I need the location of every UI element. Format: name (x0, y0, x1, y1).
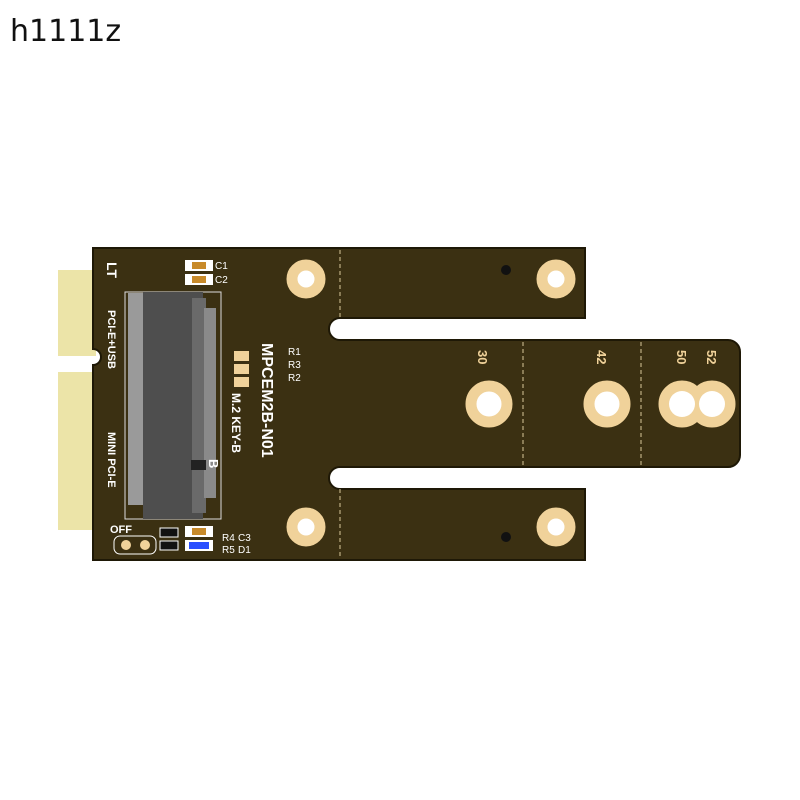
off-label: OFF (110, 524, 132, 536)
watermark: h1111z (10, 14, 122, 49)
length-dividers (339, 250, 642, 558)
r5-label: R5 (222, 545, 235, 556)
model-label: MPCEM2B-N01 (258, 343, 275, 458)
length-42: 42 (594, 350, 609, 364)
gold-fingers (58, 270, 96, 530)
m2-connector (124, 291, 222, 520)
slot-label: M.2 KEY-B (229, 393, 243, 453)
d1-label: D1 (238, 545, 251, 556)
r1-label: R1 (288, 347, 301, 358)
pcb-board (92, 247, 741, 561)
length-52: 52 (704, 350, 719, 364)
c2-label: C2 (215, 275, 228, 286)
length-30: 30 (475, 350, 490, 364)
r4-label: R4 (222, 533, 235, 544)
length-50: 50 (674, 350, 689, 364)
smd-components (113, 260, 249, 555)
r3-label: R3 (288, 360, 301, 371)
interface-label: PCI-E+USB (105, 310, 117, 369)
led-d1 (189, 542, 209, 549)
c3-label: C3 (238, 533, 251, 544)
key-label: B (206, 459, 221, 468)
c1-label: C1 (215, 261, 228, 272)
lt-label: LT (104, 262, 120, 279)
host-label: MINI PCI-E (105, 432, 117, 488)
r2-label: R2 (288, 373, 301, 384)
